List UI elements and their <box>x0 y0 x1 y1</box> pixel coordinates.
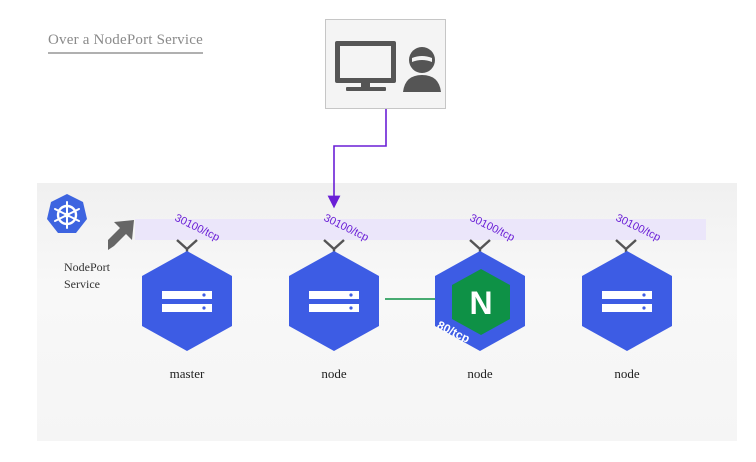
nodeport-service-label: NodePort Service <box>64 259 134 293</box>
server-icon <box>602 291 652 312</box>
worker-node-3 <box>582 251 672 351</box>
node-label-3: node <box>614 366 640 381</box>
node-label-master: master <box>169 366 205 381</box>
external-user-box <box>325 19 446 109</box>
master-node <box>142 251 232 351</box>
kubernetes-logo-icon <box>47 194 87 233</box>
server-icon <box>309 291 359 312</box>
incoming-traffic-line <box>327 109 387 209</box>
diagram-title: Over a NodePort Service <box>48 32 203 54</box>
node-label-1: node <box>321 366 347 381</box>
user-icon <box>403 47 441 92</box>
port-tick-node-3 <box>615 239 637 252</box>
arrow-up-right-icon <box>108 220 134 250</box>
nodeport-band <box>135 219 706 240</box>
node-label-2: node <box>467 366 493 381</box>
nodeport-label-line1: NodePort <box>64 260 110 274</box>
worker-node-1 <box>289 251 379 351</box>
monitor-icon <box>335 41 396 91</box>
server-icon <box>162 291 212 312</box>
nginx-icon: N <box>452 269 510 335</box>
nginx-letter: N <box>469 285 492 321</box>
nodeport-label-line2: Service <box>64 277 100 291</box>
